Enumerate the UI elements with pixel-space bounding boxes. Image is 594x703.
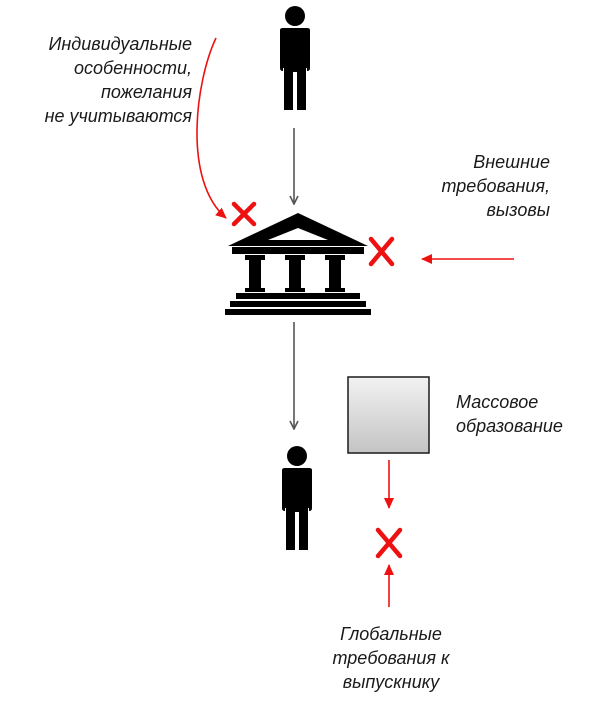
label-global-line-2: требования к (332, 648, 450, 668)
label-individual-line-1: Индивидуальные (48, 34, 192, 54)
label-external-line-3: вызовы (486, 200, 550, 220)
top-person-icon (280, 6, 310, 110)
institution-icon (225, 213, 371, 315)
label-global-line-1: Глобальные (340, 624, 442, 644)
label-mass-line-1: Массовое (456, 392, 539, 412)
label-global-requirements: Глобальные требования к выпускнику (300, 622, 482, 694)
label-mass-education: Массовое образование (456, 390, 591, 438)
label-external-line-2: требования, (441, 176, 551, 196)
label-global-line-3: выпускнику (342, 672, 440, 692)
label-individual-line-3: пожелания (100, 82, 192, 102)
cross-individual-icon (231, 201, 257, 227)
cross-global-icon (375, 527, 403, 559)
label-mass-line-2: образование (456, 416, 563, 436)
arrow-individual-to-institution (196, 37, 227, 219)
label-individual-line-2: особенности, (74, 58, 192, 78)
bottom-person-icon (282, 446, 312, 550)
label-individual-needs: Индивидуальные особенности, пожелания не… (8, 32, 192, 128)
cross-external-icon (368, 236, 395, 267)
label-external-requirements: Внешние требования, вызовы (400, 150, 551, 222)
mass-education-box-icon (347, 376, 430, 454)
label-external-line-1: Внешние (473, 152, 550, 172)
label-individual-line-4: не учитываются (44, 106, 192, 126)
